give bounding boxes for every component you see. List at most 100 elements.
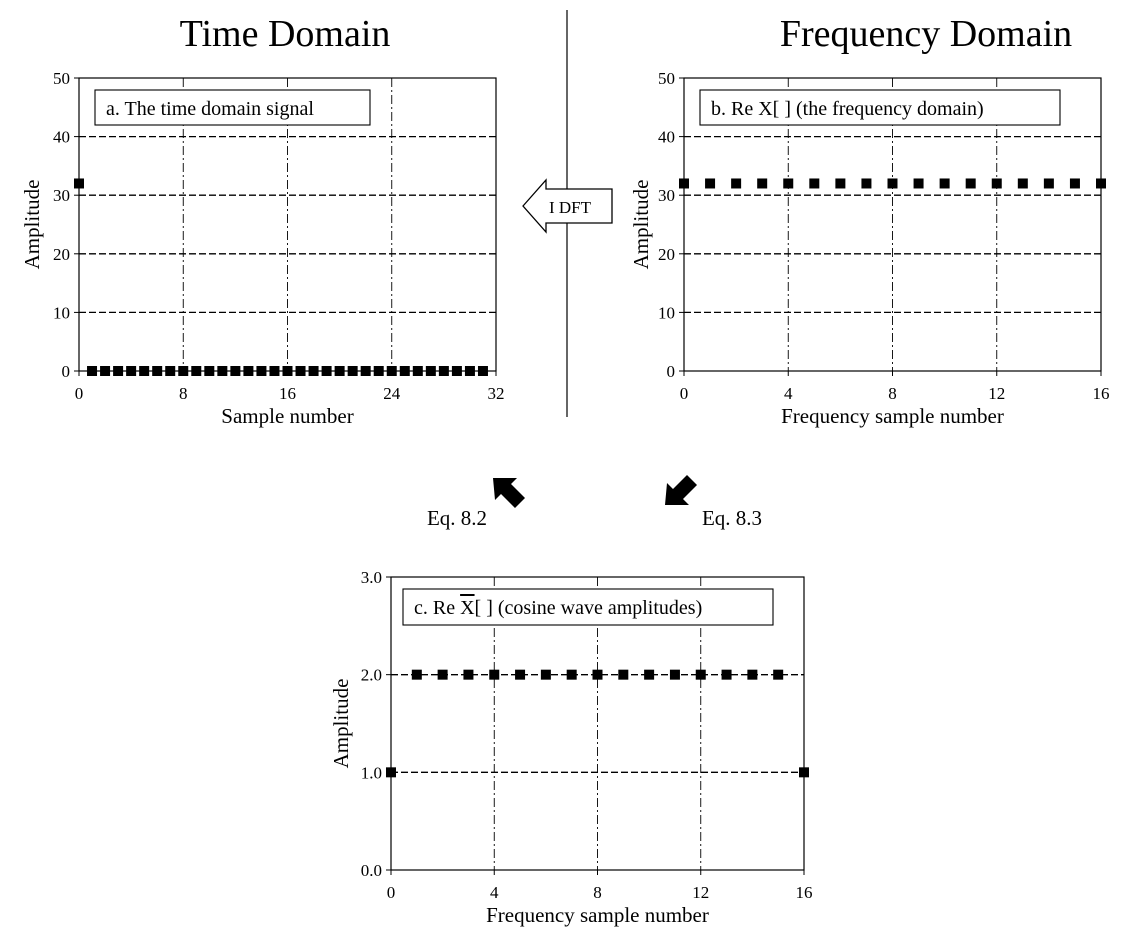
data-point <box>152 366 163 376</box>
data-point <box>1069 178 1080 189</box>
x-axis-label: Frequency sample number <box>781 404 1004 428</box>
data-point <box>386 767 396 778</box>
x-tick-label: 16 <box>1093 384 1110 403</box>
y-tick-label: 20 <box>53 245 70 264</box>
data-point <box>438 366 449 376</box>
data-point <box>1017 178 1028 189</box>
data-point <box>74 178 84 189</box>
y-tick-label: 2.0 <box>361 666 382 685</box>
data-point <box>204 366 215 376</box>
y-tick-label: 10 <box>53 303 70 322</box>
x-tick-label: 0 <box>680 384 689 403</box>
data-point <box>243 366 254 376</box>
data-point <box>126 366 137 376</box>
idft-label: I DFT <box>549 198 592 217</box>
y-tick-label: 30 <box>658 186 675 205</box>
frequency-domain-heading: Frequency Domain <box>780 13 1072 55</box>
annotation-box <box>699 89 1061 126</box>
data-point <box>1043 178 1054 189</box>
x-tick-label: 4 <box>784 384 793 403</box>
data-point <box>887 178 898 189</box>
y-axis-label: Amplitude <box>629 180 653 270</box>
annotation-text: c. Re X[ ] (cosine wave amplitudes) <box>414 597 702 619</box>
data-point <box>669 669 680 680</box>
x-tick-label: 0 <box>387 883 396 902</box>
data-point <box>644 669 655 680</box>
data-point <box>386 366 397 376</box>
arrow-down-left-icon <box>665 475 697 505</box>
data-point <box>113 366 124 376</box>
x-tick-label: 12 <box>988 384 1005 403</box>
x-tick-label: 12 <box>692 883 709 902</box>
y-tick-label: 40 <box>658 128 675 147</box>
data-point <box>809 178 820 189</box>
data-point <box>282 366 293 376</box>
data-point <box>783 178 794 189</box>
data-point <box>191 366 202 376</box>
idft-arrow-shape <box>522 178 613 234</box>
data-point <box>412 366 423 376</box>
data-point <box>425 366 436 376</box>
data-point <box>411 669 422 680</box>
x-tick-label: 16 <box>796 883 813 902</box>
data-point <box>592 669 603 680</box>
data-point <box>757 178 768 189</box>
data-point <box>87 366 98 376</box>
data-point <box>773 669 784 680</box>
eq-left-arrow <box>493 478 525 508</box>
data-point <box>731 178 742 189</box>
data-point <box>165 366 176 376</box>
data-point <box>991 178 1002 189</box>
y-tick-label: 30 <box>53 186 70 205</box>
data-point <box>334 366 345 376</box>
annotation-prefix: c. Re <box>414 597 460 619</box>
x-tick-label: 16 <box>279 384 296 403</box>
y-tick-label: 0.0 <box>361 861 382 880</box>
data-point <box>913 178 924 189</box>
x-tick-label: 8 <box>888 384 897 403</box>
data-point <box>437 669 448 680</box>
idft-arrow: I DFT <box>522 178 613 234</box>
data-point <box>360 366 371 376</box>
annotation-text: b. Re X[ ] (the frequency domain) <box>711 98 984 120</box>
data-point <box>347 366 358 376</box>
data-point <box>373 366 384 376</box>
x-axis-label: Sample number <box>221 404 353 428</box>
annotation-suffix: [ ] (cosine wave amplitudes) <box>475 597 703 619</box>
data-point <box>695 669 706 680</box>
eq-right-label: Eq. 8.3 <box>702 506 762 530</box>
data-point <box>230 366 241 376</box>
y-tick-label: 0 <box>667 362 676 381</box>
x-tick-label: 8 <box>179 384 188 403</box>
y-tick-label: 1.0 <box>361 763 382 782</box>
data-point <box>799 767 809 778</box>
data-point <box>269 366 280 376</box>
data-point <box>295 366 306 376</box>
data-point <box>861 178 872 189</box>
data-point <box>178 366 189 376</box>
data-point <box>139 366 150 376</box>
annotation-text: a. The time domain signal <box>106 98 314 120</box>
data-point <box>540 669 551 680</box>
eq-left-label: Eq. 8.2 <box>427 506 487 530</box>
data-point <box>566 669 577 680</box>
data-point <box>451 366 462 376</box>
data-point <box>463 669 474 680</box>
y-tick-label: 0 <box>62 362 71 381</box>
data-point <box>705 178 716 189</box>
data-point <box>965 178 976 189</box>
data-point <box>308 366 319 376</box>
x-tick-label: 32 <box>488 384 505 403</box>
data-point <box>489 669 500 680</box>
x-tick-label: 4 <box>490 883 499 902</box>
y-tick-label: 40 <box>53 128 70 147</box>
arrow-up-left-icon <box>493 478 525 508</box>
y-tick-label: 3.0 <box>361 568 382 587</box>
time-domain-heading: Time Domain <box>180 13 391 55</box>
y-tick-label: 50 <box>658 69 675 88</box>
